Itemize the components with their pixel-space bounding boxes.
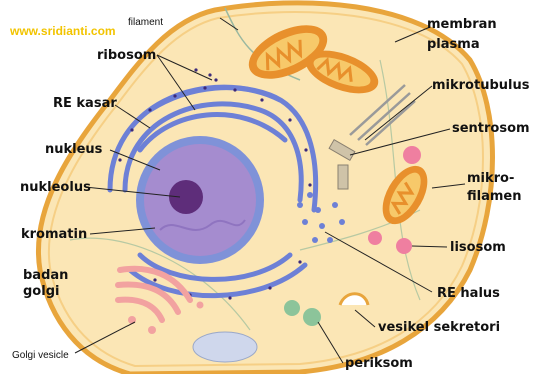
label-mikrofilamen-1: mikro- [467, 171, 514, 186]
vacuole [193, 332, 257, 362]
nucleolus [169, 180, 203, 214]
label-nukleolus: nukleolus [20, 180, 91, 195]
peroxisome [284, 300, 300, 316]
label-golgi-vesicle: Golgi vesicle [12, 348, 69, 363]
label-nukleus: nukleus [45, 142, 102, 157]
label-lisosom: lisosom [450, 240, 506, 255]
label-re-halus: RE halus [437, 286, 500, 301]
label-ribosom: ribosom [97, 48, 156, 63]
label-periksom: periksom [345, 356, 413, 371]
watermark: www.sridianti.com [10, 24, 116, 38]
label-badan-golgi-1: badan [23, 268, 68, 283]
lysosome [403, 146, 421, 164]
label-filament: filament [128, 15, 163, 30]
label-badan-golgi-2: golgi [23, 284, 59, 299]
lysosome [396, 238, 412, 254]
label-re-kasar: RE kasar [53, 96, 117, 111]
label-membran-plasma-1: membran [427, 17, 497, 32]
lysosome [368, 231, 382, 245]
label-mikrofilamen-2: filamen [467, 189, 521, 204]
label-vesikel-sekretori: vesikel sekretori [378, 320, 500, 335]
label-kromatin: kromatin [21, 227, 87, 242]
label-mikrotubulus: mikrotubulus [432, 78, 529, 93]
label-sentrosom: sentrosom [452, 121, 530, 136]
label-membran-plasma-2: plasma [427, 37, 480, 52]
